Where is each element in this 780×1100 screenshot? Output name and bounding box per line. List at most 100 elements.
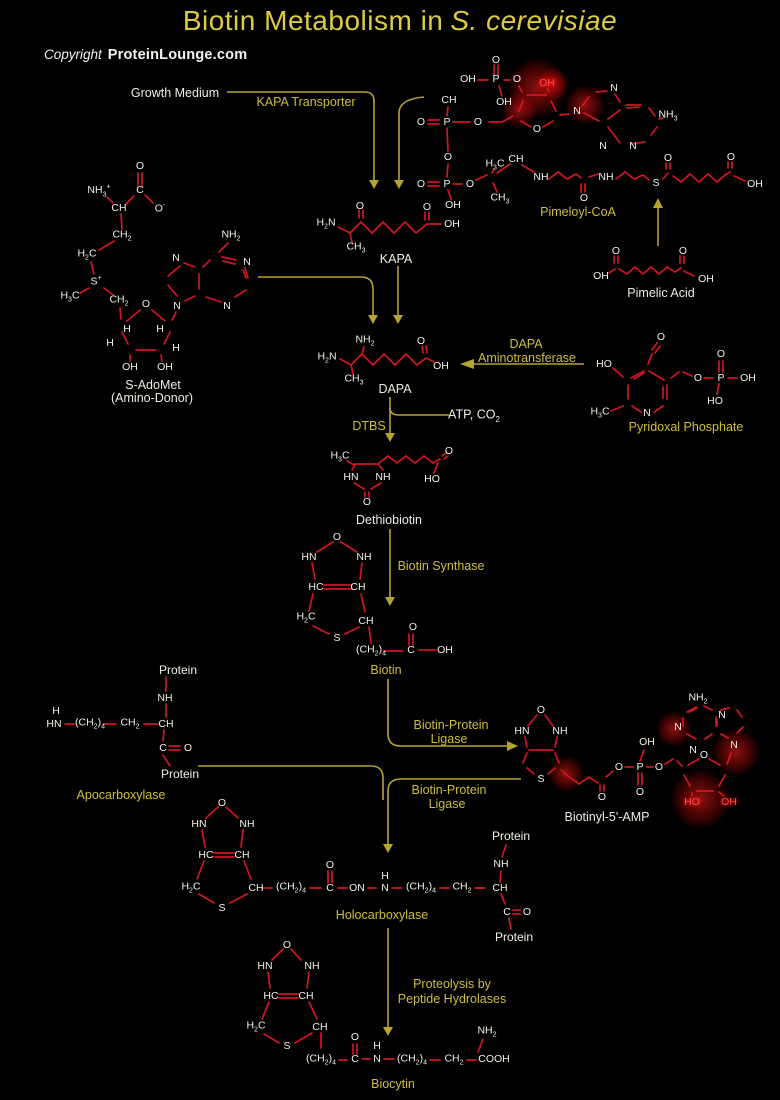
pimelic-acid-name: Pimelic Acid bbox=[627, 285, 695, 300]
atom-holocarboxylase: H bbox=[381, 869, 389, 882]
atom-pyridoxal-phosphate: N bbox=[643, 406, 651, 419]
atom-biocytin: H2C bbox=[246, 1019, 266, 1034]
atom-biotinyl-amp: NH2 bbox=[688, 691, 708, 706]
atom-pimeloyl-coa: N bbox=[629, 139, 637, 152]
atom-pimelic-acid: O bbox=[678, 244, 688, 257]
atom-biotin: OH bbox=[437, 643, 453, 656]
atom-biotinyl-amp: S bbox=[537, 772, 545, 785]
atom-biocytin: NH2 bbox=[477, 1024, 497, 1039]
structure-kapa bbox=[337, 209, 442, 243]
atom-s-adomet: OH bbox=[157, 360, 173, 373]
atom-apocarboxylase: (CH2)4 bbox=[75, 716, 105, 731]
structure-pimeloyl-coa bbox=[427, 64, 746, 200]
atom-biocytin: CH bbox=[298, 989, 314, 1002]
atom-holocarboxylase: NH bbox=[493, 857, 509, 870]
pathway-arrows bbox=[198, 91, 659, 1028]
atom-apocarboxylase: Protein bbox=[158, 663, 198, 677]
atom-s-adomet: C bbox=[136, 183, 144, 196]
kapa-name: KAPA bbox=[379, 251, 413, 266]
atom-pimeloyl-coa: OH bbox=[539, 76, 555, 89]
atom-holocarboxylase: O bbox=[522, 905, 532, 918]
atom-pyridoxal-phosphate: HO bbox=[707, 394, 723, 407]
growth-medium: Growth Medium bbox=[130, 85, 220, 100]
atom-s-adomet: N bbox=[173, 299, 181, 312]
dethiobiotin-name: Dethiobiotin bbox=[355, 512, 423, 527]
atom-s-adomet: CH2 bbox=[109, 293, 129, 308]
atom-biocytin: S bbox=[283, 1039, 291, 1052]
atom-holocarboxylase: HC bbox=[198, 848, 214, 861]
atom-pimeloyl-coa: P bbox=[443, 177, 451, 190]
atom-dapa: O bbox=[416, 334, 426, 347]
arrowhead bbox=[368, 315, 378, 324]
atom-dethiobiotin: HN bbox=[343, 470, 359, 483]
atom-dethiobiotin: O bbox=[444, 444, 454, 457]
structure-dapa bbox=[339, 345, 435, 375]
atom-kapa: OH bbox=[444, 217, 460, 230]
arrowhead bbox=[393, 315, 403, 324]
proteolysis-2: Peptide Hydrolases bbox=[397, 991, 507, 1006]
atom-biotinyl-amp: NH bbox=[552, 724, 568, 737]
dapa-aminotransferase-1: DAPA bbox=[509, 336, 543, 351]
kapa-transporter: KAPA Transporter bbox=[256, 94, 356, 109]
atom-apocarboxylase: CH2 bbox=[120, 716, 140, 731]
atom-pimeloyl-coa: O bbox=[579, 191, 589, 204]
arrowhead bbox=[383, 844, 393, 853]
atom-holocarboxylase: Protein bbox=[494, 930, 534, 944]
structure-biotin bbox=[308, 541, 437, 652]
arrowheads bbox=[368, 180, 663, 1036]
atom-pimelic-acid: OH bbox=[698, 272, 714, 285]
arrowhead bbox=[394, 180, 404, 189]
biotin-protein-ligase-2b: Ligase bbox=[428, 796, 466, 811]
atom-biotinyl-amp: O bbox=[536, 703, 546, 716]
atom-pyridoxal-phosphate: OH bbox=[740, 371, 756, 384]
atom-biotin: C bbox=[407, 643, 415, 656]
atom-pimeloyl-coa: N bbox=[610, 81, 618, 94]
arrow-sadomet-to-dapa bbox=[258, 276, 374, 316]
atom-pimeloyl-coa: O bbox=[465, 177, 475, 190]
copyright-word: Copyright bbox=[44, 47, 102, 62]
atom-apocarboxylase: Protein bbox=[160, 767, 200, 781]
atom-biotin: HN bbox=[301, 550, 317, 563]
atom-kapa: H2N bbox=[316, 216, 336, 231]
atom-pimeloyl-coa: CH bbox=[508, 152, 524, 165]
atom-holocarboxylase: CH2 bbox=[452, 880, 472, 895]
atom-s-adomet: N bbox=[223, 299, 231, 312]
atom-s-adomet: S+ bbox=[90, 275, 102, 288]
atom-pimeloyl-coa: OH bbox=[460, 72, 476, 85]
atom-pimeloyl-coa: O bbox=[416, 177, 426, 190]
arrowhead bbox=[383, 1027, 393, 1036]
atom-biocytin: (CH2)4 bbox=[306, 1052, 336, 1067]
atom-biocytin: HN bbox=[257, 959, 273, 972]
atom-holocarboxylase: Protein bbox=[491, 829, 531, 843]
atom-dapa: CH3 bbox=[344, 372, 364, 387]
atom-holocarboxylase: C bbox=[326, 881, 334, 894]
proteolysis-1: Proteolysis by bbox=[413, 976, 491, 991]
atom-s-adomet: H2C bbox=[77, 247, 97, 262]
atom-s-adomet: H bbox=[156, 322, 164, 335]
atom-pimeloyl-coa: O bbox=[512, 72, 522, 85]
structure-s-adomet bbox=[79, 172, 249, 362]
atom-holocarboxylase: CH bbox=[234, 848, 250, 861]
atom-dethiobiotin: O bbox=[362, 495, 372, 508]
atom-s-adomet: O bbox=[141, 297, 151, 310]
arrow-pimeloyl-to-kapa bbox=[398, 96, 425, 181]
biotin-protein-ligase-1b: Ligase bbox=[430, 731, 468, 746]
arrowhead bbox=[507, 741, 518, 751]
atom-pimelic-acid: OH bbox=[593, 269, 609, 282]
atom-biotin: H2C bbox=[296, 610, 316, 625]
structure-biocytin bbox=[261, 948, 484, 1061]
glow-effect bbox=[670, 769, 730, 829]
arrow-biotin-to-ligase-branch bbox=[387, 679, 508, 747]
pimeloyl-coa-name: Pimeloyl-CoA bbox=[540, 204, 616, 219]
atom-biotin: (CH2)4 bbox=[356, 643, 386, 658]
atom-holocarboxylase: O bbox=[325, 858, 335, 871]
atom-pimeloyl-coa: OH bbox=[445, 198, 461, 211]
atom-pimeloyl-coa: O bbox=[473, 115, 483, 128]
atom-biotinyl-amp: O bbox=[699, 748, 709, 761]
atom-biocytin: H bbox=[373, 1039, 381, 1052]
atom-pimeloyl-coa: O bbox=[532, 122, 542, 135]
